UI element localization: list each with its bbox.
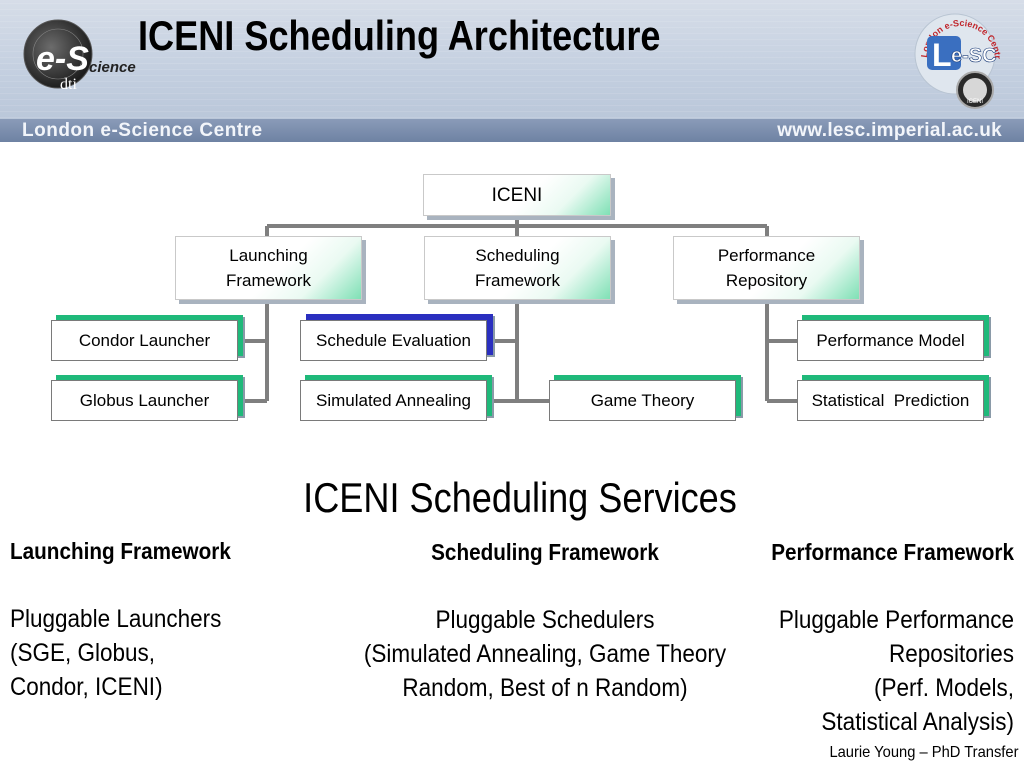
header-texture — [0, 0, 1024, 142]
node-performance-label-1: Performance — [717, 246, 816, 265]
scheduling-line: (Simulated Annealing, Game Theory — [363, 640, 727, 668]
lesc-iceni-logo-icon: London e-Science Centre L e-SC ICENI — [905, 8, 1003, 109]
node-simulated-annealing: Simulated Annealing — [300, 380, 487, 421]
node-condor-label: Condor Launcher — [78, 331, 211, 350]
e-science-dti-logo-icon: e-S cience dti — [23, 19, 136, 93]
performance-line: Pluggable Performance — [778, 606, 1014, 634]
node-stat-pred-label: Statistical Prediction — [811, 391, 970, 410]
node-launching-label-1: Launching — [229, 246, 308, 265]
performance-line: Statistical Analysis) — [821, 708, 1014, 736]
node-globus-label: Globus Launcher — [79, 391, 210, 410]
logo-left-text-dti: dti — [60, 76, 77, 93]
launching-heading: Launching Framework — [10, 538, 231, 564]
diagram-connectors — [238, 216, 797, 403]
node-perf-model-label: Performance Model — [816, 331, 965, 350]
scheduling-heading: Scheduling Framework — [431, 539, 659, 565]
scheduling-framework-column: Scheduling Framework Pluggable Scheduler… — [340, 535, 750, 705]
launching-line: Condor, ICENI) — [10, 673, 163, 701]
node-statistical-prediction: Statistical Prediction — [797, 380, 984, 421]
launching-framework-column: Launching Framework Pluggable Launchers … — [10, 534, 300, 704]
performance-framework-column: Performance Framework Pluggable Performa… — [720, 535, 1014, 739]
node-performance-label-2: Repository — [725, 271, 808, 290]
node-condor-launcher: Condor Launcher — [51, 320, 238, 361]
node-iceni: ICENI — [423, 174, 611, 216]
node-globus-launcher: Globus Launcher — [51, 380, 238, 421]
node-sim-annealing-label: Simulated Annealing — [315, 391, 471, 410]
header-banner: e-S cience dti ICENI Scheduling Architec… — [0, 0, 1024, 142]
scheduling-line: Pluggable Schedulers — [435, 606, 655, 634]
node-schedule-evaluation: Schedule Evaluation — [300, 320, 487, 361]
node-iceni-label: ICENI — [491, 184, 543, 206]
logo-right-text: e-SC — [951, 45, 997, 67]
node-schedule-eval-label: Schedule Evaluation — [315, 331, 471, 350]
logo-left-text-e: e-S — [36, 40, 89, 78]
node-scheduling-framework: Scheduling Framework — [424, 236, 611, 300]
node-scheduling-label-2: Framework — [474, 271, 560, 290]
page-title: ICENI Scheduling Architecture — [138, 12, 661, 59]
performance-line: Repositories — [888, 640, 1014, 668]
scheduling-line: Random, Best of n Random) — [402, 674, 688, 702]
node-game-theory-label: Game Theory — [590, 391, 695, 410]
node-launching-label-2: Framework — [225, 271, 311, 290]
performance-heading: Performance Framework — [771, 539, 1014, 565]
launching-line: Pluggable Launchers — [10, 605, 222, 633]
node-performance-repository: Performance Repository — [673, 236, 860, 300]
banner-org-name: London e-Science Centre — [22, 120, 263, 141]
banner-strip — [0, 119, 1024, 142]
logo-left-text-cience: cience — [89, 59, 136, 76]
architecture-diagram: ICENI Launching Framework Scheduling Fra… — [0, 160, 1024, 440]
launching-line: (SGE, Globus, — [10, 639, 156, 667]
node-launching-framework: Launching Framework — [175, 236, 362, 300]
banner-url: www.lesc.imperial.ac.uk — [777, 120, 1002, 141]
node-performance-model: Performance Model — [797, 320, 984, 361]
node-scheduling-label-1: Scheduling — [475, 246, 560, 265]
logo-right-letter: L — [932, 37, 952, 73]
performance-line: (Perf. Models, — [873, 674, 1014, 702]
logo-right-badge: ICENI — [967, 99, 983, 105]
footer-author: Laurie Young – PhD Transfer — [828, 744, 1018, 761]
node-game-theory: Game Theory — [549, 380, 736, 421]
services-title: ICENI Scheduling Services — [303, 474, 737, 521]
